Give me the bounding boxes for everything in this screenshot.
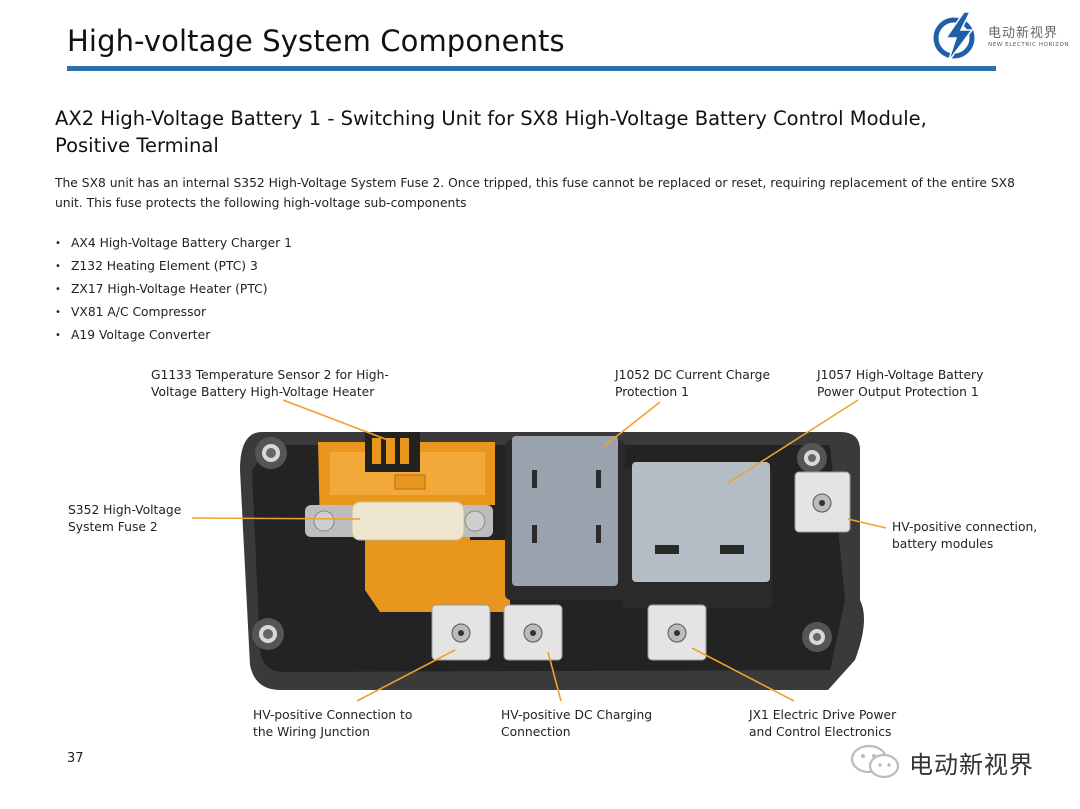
list-item-text: AX4 High-Voltage Battery Charger 1 [71, 236, 292, 250]
callout-j1057: J1057 High-Voltage Battery Power Output … [817, 367, 983, 401]
list-item: • AX4 High-Voltage Battery Charger 1 [55, 232, 292, 255]
bullet-icon: • [55, 307, 61, 318]
list-item: • Z132 Heating Element (PTC) 3 [55, 255, 292, 278]
heading-line-2: Positive Terminal [55, 134, 219, 157]
list-item-text: Z132 Heating Element (PTC) 3 [71, 259, 258, 273]
callout-line: System Fuse 2 [68, 520, 158, 534]
logo-english-text: NEW ELECTRIC HORIZON [988, 42, 1070, 48]
list-item-text: ZX17 High-Voltage Heater (PTC) [71, 282, 268, 296]
terminal-battery-modules [794, 471, 851, 533]
leader-lines [191, 399, 887, 702]
list-item-text: VX81 A/C Compressor [71, 305, 207, 319]
callout-line: battery modules [892, 537, 994, 551]
logo-chinese-text: 电动新视界 [988, 26, 1059, 41]
list-item: • VX81 A/C Compressor [55, 301, 292, 324]
contactor-j1057 [622, 462, 772, 608]
callout-g1133: G1133 Temperature Sensor 2 for High- Vol… [151, 367, 389, 401]
callout-line: Voltage Battery High-Voltage Heater [151, 385, 375, 399]
bullet-icon: • [55, 261, 61, 272]
section-heading: AX2 High-Voltage Battery 1 - Switching U… [55, 105, 1015, 159]
callout-line: HV-positive Connection to [253, 708, 413, 722]
callout-line: S352 High-Voltage [68, 503, 182, 517]
heading-line-1: AX2 High-Voltage Battery 1 - Switching U… [55, 107, 927, 130]
callout-line: HV-positive DC Charging [501, 708, 653, 722]
brand-logo: 电动新视界 NEW ELECTRIC HORIZON [928, 8, 1073, 64]
list-item: • A19 Voltage Converter [55, 324, 292, 347]
fuse-s352 [305, 501, 493, 541]
callout-s352: S352 High-Voltage System Fuse 2 [68, 502, 181, 536]
callout-hv-dc-charging: HV-positive DC Charging Connection [501, 707, 652, 741]
page-number: 37 [67, 751, 84, 766]
slide-title: High-voltage System Components [67, 24, 565, 58]
protected-components-list: • AX4 High-Voltage Battery Charger 1 • Z13… [55, 232, 292, 347]
intro-line-1: The SX8 unit has an internal S352 High-V… [55, 176, 1015, 190]
contactor-j1052 [505, 436, 625, 600]
intro-paragraph: The SX8 unit has an internal S352 High-V… [55, 173, 1015, 213]
watermark-text: 电动新视界 [909, 750, 1034, 779]
callout-jx1: JX1 Electric Drive Power and Control Ele… [749, 707, 896, 741]
bullet-icon: • [55, 238, 61, 249]
terminal-wiring-junction [431, 604, 491, 661]
callout-line: Protection 1 [615, 385, 689, 399]
bullet-icon: • [55, 284, 61, 295]
callout-line: and Control Electronics [749, 725, 892, 739]
wechat-icon [850, 744, 900, 779]
lightning-logo-icon [933, 11, 975, 63]
callout-line: HV-positive connection, [892, 520, 1038, 534]
list-item: • ZX17 High-Voltage Heater (PTC) [55, 278, 292, 301]
callout-line: the Wiring Junction [253, 725, 370, 739]
callout-line: Connection [501, 725, 571, 739]
terminal-jx1 [647, 604, 707, 661]
callout-j1052: J1052 DC Current Charge Protection 1 [615, 367, 770, 401]
callout-line: Power Output Protection 1 [817, 385, 979, 399]
callout-hv-battery-modules: HV-positive connection, battery modules [892, 519, 1037, 553]
bullet-icon: • [55, 330, 61, 341]
callout-hv-wiring-junction: HV-positive Connection to the Wiring Jun… [253, 707, 412, 741]
callout-line: J1057 High-Voltage Battery [817, 368, 984, 382]
watermark: 电动新视界 [849, 742, 1034, 782]
mounting-holes [252, 437, 832, 652]
title-rule [67, 66, 996, 71]
callout-line: JX1 Electric Drive Power [749, 708, 897, 722]
callout-line: G1133 Temperature Sensor 2 for High- [151, 368, 389, 382]
list-item-text: A19 Voltage Converter [71, 328, 211, 342]
callout-line: J1052 DC Current Charge [615, 368, 771, 382]
intro-line-2: unit. This fuse protects the following h… [55, 196, 467, 210]
terminal-dc-charging [503, 604, 563, 661]
